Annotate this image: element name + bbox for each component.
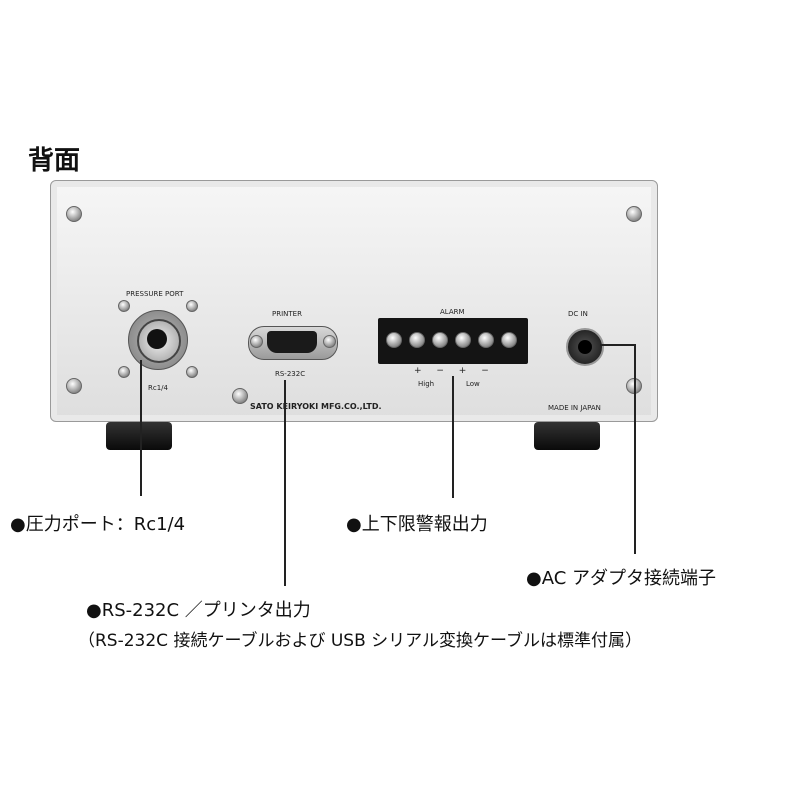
terminal-screw-icon (455, 332, 471, 348)
alarm-polarity-signs: + − + − (414, 366, 495, 376)
screw-icon (626, 206, 642, 222)
terminal-screw-icon (501, 332, 517, 348)
leader-line-rs232c (284, 380, 286, 586)
screw-icon (323, 335, 336, 348)
low-label: Low (466, 380, 480, 388)
rs232c-label: RS-232C (275, 370, 306, 378)
printer-label: PRINTER (272, 310, 302, 318)
leader-line-alarm (452, 376, 454, 498)
made-in-label: MADE IN JAPAN (548, 404, 601, 412)
screw-icon (186, 300, 198, 312)
screw-icon (66, 378, 82, 394)
terminal-screw-icon (409, 332, 425, 348)
terminal-screw-icon (478, 332, 494, 348)
device-foot (534, 422, 600, 450)
device-back-panel (50, 180, 658, 422)
maker-label: SATO KEIRYOKI MFG.CO.,LTD. (250, 402, 382, 411)
high-label: High (418, 380, 435, 388)
alarm-label: ALARM (440, 308, 465, 316)
device-foot (106, 422, 172, 450)
callout-rs232c-note: （RS-232C 接続ケーブルおよび USB シリアル変換ケーブルは標準付属） (78, 631, 642, 651)
leader-line-pressure (140, 360, 142, 496)
leader-line-dc-vertical (634, 344, 636, 554)
pressure-port-hole (147, 329, 167, 349)
leader-line-dc-horizontal (600, 344, 636, 346)
screw-icon (232, 388, 248, 404)
callout-pressure-port: ●圧力ポート：Rc1/4 (10, 514, 186, 535)
terminal-screw-icon (386, 332, 402, 348)
dc-in-label: DC IN (568, 310, 588, 318)
page-title: 背面 (28, 146, 81, 176)
screw-icon (118, 366, 130, 378)
terminal-screw-icon (432, 332, 448, 348)
screw-icon (250, 335, 263, 348)
screw-icon (118, 300, 130, 312)
callout-alarm-output: ●上下限警報出力 (346, 514, 488, 535)
callout-ac-adapter: ●AC アダプタ接続端子 (526, 568, 716, 589)
rs232c-connector-port (267, 331, 317, 353)
rc-label: Rc1/4 (148, 384, 168, 392)
pressure-port-label: PRESSURE PORT (126, 290, 184, 298)
callout-rs232c: ●RS-232C ／プリンタ出力 (86, 600, 311, 621)
screw-icon (186, 366, 198, 378)
screw-icon (66, 206, 82, 222)
dc-in-jack-hole (578, 340, 592, 354)
